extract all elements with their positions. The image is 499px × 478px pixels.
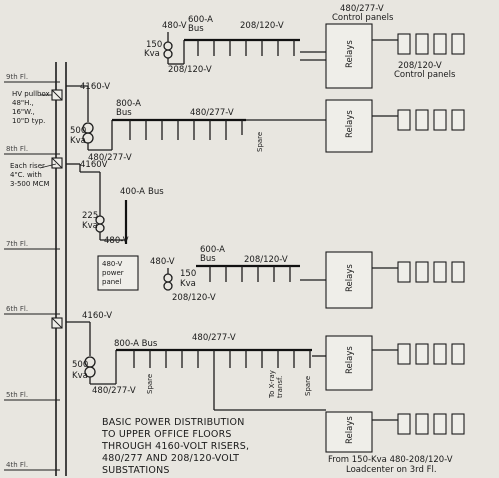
upper-transformer-500: 500 Kva (70, 122, 94, 146)
upper-600a-label: 600-A (188, 15, 213, 25)
svg-text:From 150-Kva 480-208/120-V: From 150-Kva 480-208/120-V (328, 455, 453, 465)
svg-text:3-500 MCM: 3-500 MCM (10, 180, 50, 188)
svg-text:Relays: Relays (345, 346, 355, 374)
relay-group-4: Relays (325, 335, 465, 391)
bus-400a-label: 400-A (120, 187, 145, 197)
upper-480-277-low: 480/277-V (88, 153, 132, 163)
svg-text:Relays: Relays (345, 264, 355, 292)
svg-text:4"C. with: 4"C. with (10, 171, 42, 179)
caption: BASIC POWER DISTRIBUTION TO UPPER OFFICE… (101, 417, 249, 476)
svg-text:Relays: Relays (345, 110, 355, 138)
svg-text:480-V: 480-V (104, 236, 129, 246)
xray-label-2: transf. (276, 376, 284, 398)
from-loadcenter-note: From 150-Kva 480-208/120-V Loadcenter on… (328, 455, 453, 475)
svg-text:Kva: Kva (82, 221, 98, 231)
svg-text:Each riser: Each riser (10, 162, 45, 170)
upper-800a-breakers (129, 120, 243, 140)
risers (51, 62, 67, 476)
svg-text:208/120-V: 208/120-V (244, 255, 288, 265)
floor-label-4: 4th Fl. (6, 461, 28, 469)
upper-480-277-bus: 480/277-V (190, 108, 234, 118)
cp-low-label: 208/120-V (398, 61, 442, 71)
svg-text:480-V: 480-V (102, 260, 122, 268)
lower-800a-breakers (133, 350, 311, 368)
svg-text:Bus: Bus (188, 24, 204, 34)
svg-text:150: 150 (146, 40, 162, 50)
svg-text:225: 225 (82, 211, 98, 221)
caption-line-2: TO UPPER OFFICE FLOORS (101, 429, 232, 440)
lower-transformer-500: 500 Kva (72, 356, 96, 381)
relay-group-2: Relays (246, 99, 465, 153)
svg-text:208/120-V: 208/120-V (240, 21, 284, 31)
svg-text:power: power (102, 269, 124, 277)
caption-line-5: SUBSTATIONS (102, 465, 170, 476)
floor-label-9: 9th Fl. (6, 73, 28, 81)
svg-text:Control panels: Control panels (394, 70, 456, 80)
floor-label-5: 5th Fl. (6, 391, 28, 399)
lower-4160v-label: 4160-V (82, 311, 112, 321)
svg-text:Kva: Kva (144, 49, 160, 59)
upper-4160v-b-label: 4160V (80, 160, 108, 170)
caption-line-3: THROUGH 4160-VOLT RISERS, (101, 441, 249, 452)
lower-600a-breakers (209, 266, 291, 282)
svg-text:16"W.,: 16"W., (12, 108, 35, 116)
caption-line-4: 480/277 AND 208/120-VOLT (102, 453, 239, 464)
svg-text:480-V: 480-V (150, 257, 175, 267)
floor-lines: 9th Fl. 8th Fl. 7th Fl. 6th Fl. 5th Fl. … (4, 73, 60, 471)
svg-text:500: 500 (72, 360, 88, 370)
caption-line-1: BASIC POWER DISTRIBUTION (102, 417, 245, 428)
transformer-225: 225 Kva 480-V (80, 171, 129, 246)
lower-transformer-150: 480-V 150 Kva 208/120-V (150, 257, 216, 303)
svg-text:Bus: Bus (148, 187, 164, 197)
upper-4160v-label: 4160-V (80, 82, 110, 92)
svg-text:Control panels: Control panels (332, 13, 394, 23)
svg-text:480/277-V: 480/277-V (192, 333, 236, 343)
svg-text:panel: panel (102, 278, 121, 286)
relay-group-1: Relays (300, 23, 465, 89)
floor-label-6: 6th Fl. (6, 305, 28, 313)
upper-800a-label: 800-A (116, 99, 141, 109)
svg-text:Bus: Bus (116, 108, 132, 118)
svg-text:480-V: 480-V (162, 21, 187, 31)
riser-note: Each riser 4"C. with 3-500 MCM (10, 162, 57, 188)
svg-text:Relays: Relays (345, 416, 355, 444)
svg-text:48"H.,: 48"H., (12, 99, 34, 107)
floor-label-8: 8th Fl. (6, 145, 28, 153)
svg-text:Kva: Kva (72, 371, 88, 381)
cp-top-label: 480/277-V (340, 4, 384, 14)
relay-group-3: Relays (325, 251, 465, 309)
svg-text:Bus: Bus (200, 254, 216, 264)
floor-label-7: 7th Fl. (6, 240, 28, 248)
svg-text:500: 500 (70, 126, 86, 136)
lower-800a-label: 800-A Bus (114, 339, 158, 349)
svg-text:480/277-V: 480/277-V (92, 386, 136, 396)
svg-text:10"D typ.: 10"D typ. (12, 117, 45, 125)
svg-text:150: 150 (180, 269, 196, 279)
svg-text:208/120-V: 208/120-V (172, 293, 216, 303)
lower-spare-2: Spare (304, 376, 312, 396)
relay-group-5: Relays (325, 411, 465, 453)
svg-text:Loadcenter on 3rd Fl.: Loadcenter on 3rd Fl. (346, 465, 437, 475)
svg-text:Kva: Kva (70, 136, 86, 146)
xray-label-1: To X-ray (268, 370, 276, 399)
pullbox-note: HV pullbox 48"H., 16"W., 10"D typ. (12, 90, 52, 125)
svg-text:Relays: Relays (345, 40, 355, 68)
svg-text:208/120-V: 208/120-V (168, 65, 212, 75)
svg-text:HV pullbox: HV pullbox (12, 90, 50, 98)
lower-spare-1: Spare (146, 374, 154, 394)
upper-600a-breakers (197, 40, 295, 56)
power-panel-box (97, 255, 139, 291)
upper-spare-label: Spare (256, 132, 264, 152)
svg-text:Kva: Kva (180, 279, 196, 289)
lower-600a-label: 600-A (200, 245, 225, 255)
